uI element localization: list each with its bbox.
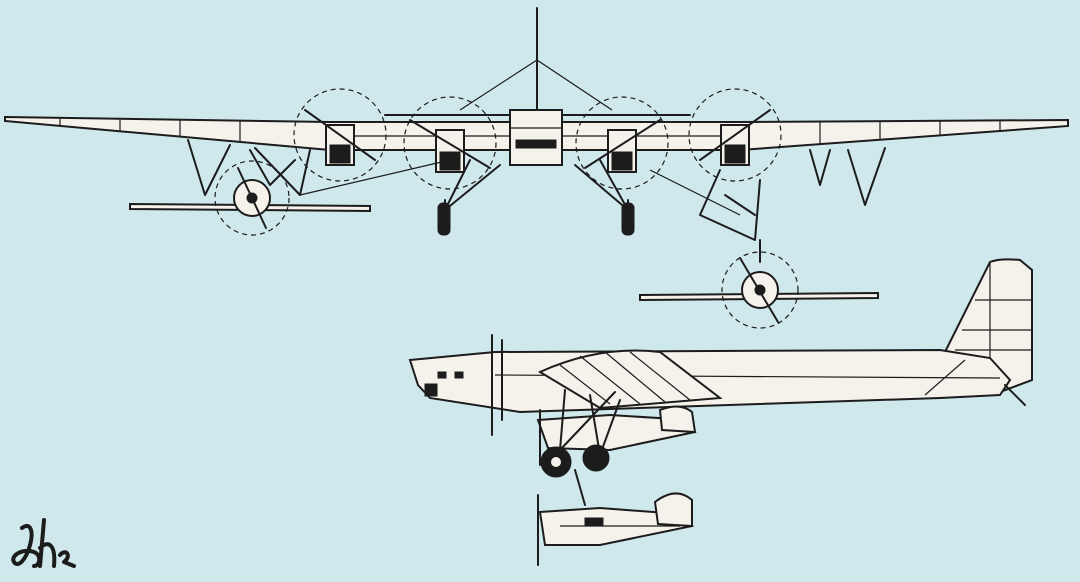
fuselage-side — [408, 348, 1012, 414]
wing-struts — [187, 139, 886, 216]
engine-2 — [403, 96, 497, 190]
nose-gunner-window — [424, 383, 438, 397]
fuselage-front — [509, 109, 563, 166]
parasite-fighter-side-lower — [537, 492, 695, 566]
engine-4 — [688, 88, 782, 182]
parasite-fighter-right-front — [639, 169, 879, 329]
parasite-fighter-side-upper — [536, 405, 697, 466]
mast-bracing — [459, 59, 613, 111]
landing-gear-side — [540, 389, 621, 506]
artist-signature: Bh — [11, 518, 76, 568]
window — [437, 371, 447, 379]
side-view — [408, 258, 1033, 566]
front-view — [4, 7, 1069, 329]
engine-3 — [575, 96, 669, 190]
landing-gear-front — [437, 159, 635, 236]
window — [454, 371, 464, 379]
cockpit-slot — [515, 139, 557, 149]
parasite-fighter-left-front — [129, 149, 371, 236]
engine-1 — [293, 88, 387, 182]
wing-side — [537, 349, 723, 410]
